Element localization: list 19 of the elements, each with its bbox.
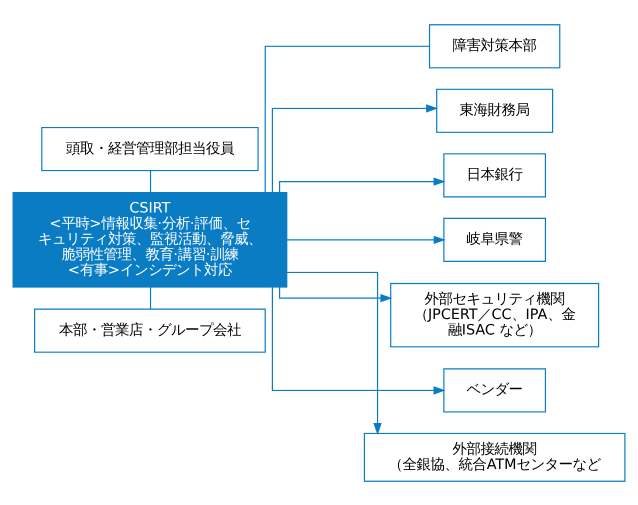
arrow: [278, 286, 392, 302]
node-box: ベンダー: [443, 368, 546, 412]
node-box: 外部セキュリティ機関 （JPCERT／CC、IPA、金融ISAC など）: [390, 282, 600, 347]
connector: [264, 45, 430, 192]
node-box: 外部接続機関 （全銀協、統合ATMセンターなど: [364, 432, 626, 482]
node-box: 頭取・経営管理部担当役員: [41, 126, 259, 171]
node-box: 障害対策本部: [428, 24, 560, 68]
connector: [150, 170, 152, 192]
arrow: [287, 235, 446, 244]
arrow: [278, 176, 446, 192]
node-box: 日本銀行: [443, 152, 546, 197]
arrow: [272, 286, 446, 394]
arrow: [272, 104, 438, 192]
node-box: 本部・営業店・グループ会社: [34, 308, 266, 352]
connector: [150, 286, 152, 308]
arrow: [286, 271, 382, 434]
node-box: CSIRT <平時>情報収集·分析·評価、セキュリティ対策、監視活動、脅威、脆弱性管理、教育·講習·訓練 <有事>インシデント対応: [12, 192, 288, 288]
node-box: 東海財務局: [436, 88, 554, 132]
node-box: 岐阜県警: [443, 217, 546, 262]
